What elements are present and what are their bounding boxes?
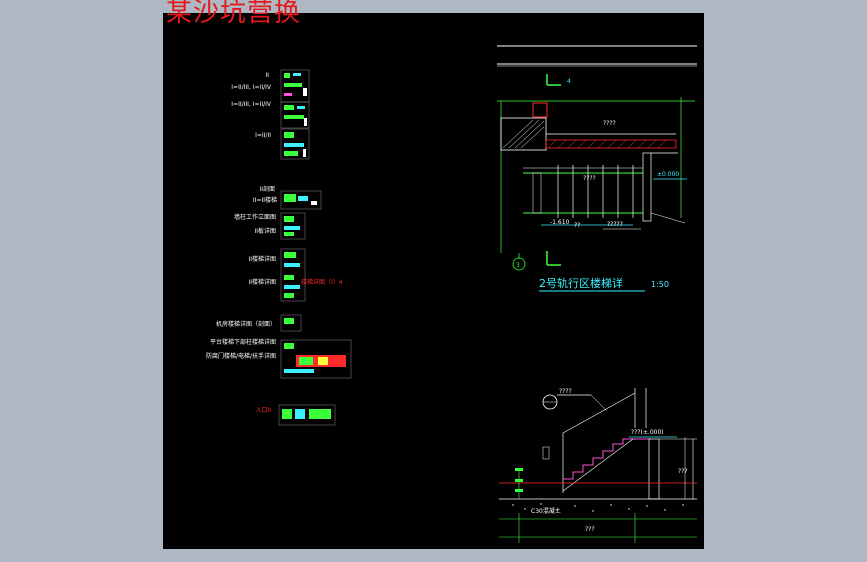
sheet-label-12: 防腐门楼梯/电梯/扶手详图 xyxy=(206,352,276,360)
detail-1-note-b: ????? xyxy=(607,221,623,228)
sheet-label-2: I=II/III, I=II/IV xyxy=(231,101,272,108)
detail-1-note-a: ???? xyxy=(603,120,616,127)
detail-2-ground: C30混凝土 xyxy=(531,507,561,515)
sheet-label-11: 平台楼梯下部柱楼梯详图 xyxy=(210,338,276,346)
detail-1-axis-label: 4 xyxy=(567,78,571,85)
detail-2-callout: ???? xyxy=(559,388,572,395)
detail-1-group: 4 ???? xyxy=(497,45,697,292)
sheet-thumb-9[interactable] xyxy=(278,404,336,426)
sheet-thumb-3[interactable] xyxy=(280,128,310,160)
sheet-thumb-7[interactable] xyxy=(280,314,302,332)
sheet-thumb-1[interactable] xyxy=(280,69,310,103)
detail-1-grid-marker: 3 xyxy=(516,262,520,269)
stair-profile xyxy=(563,438,651,480)
detail-2-bottom-dim: ??? xyxy=(585,526,595,533)
detail-2-group: ???? ???(±.000) C30混凝土 xyxy=(499,388,697,543)
detail-1-column xyxy=(500,117,547,151)
sheet-label-10: 机房楼梯详图（剖面） xyxy=(216,320,276,328)
detail-2-dim: ??? xyxy=(678,468,688,475)
grid-bubble-icon xyxy=(512,257,526,271)
detail-1-elev-top: ±0.000 xyxy=(657,171,679,178)
sheet-thumb-6[interactable] xyxy=(280,248,306,302)
sheet-label-1: I=II/III, I=II/IV xyxy=(231,84,272,91)
sheet-label-6: 墙柱工作立面图 xyxy=(234,213,276,221)
sheet-label-4: II剖面 xyxy=(259,185,275,193)
sheet-thumb-4[interactable] xyxy=(280,190,322,210)
sheet-thumb-8[interactable] xyxy=(280,339,352,379)
sheet-label-8: II楼梯详图 xyxy=(248,255,276,263)
sheet-label-7: II板详图 xyxy=(254,227,276,235)
sheet-thumb-5[interactable] xyxy=(280,212,306,240)
sheet-label-0: II xyxy=(265,72,269,79)
sheet-thumb-2[interactable] xyxy=(280,101,310,129)
sheet-list-group: II I=II/III, I=II/IV I=II/III, I=II/IV I… xyxy=(206,69,352,426)
detail-1-elev-bottom: -1.610 xyxy=(550,219,570,226)
detail-1-note-c: ???? xyxy=(583,175,596,182)
sheet-red-note: 楼梯详图（I）4 xyxy=(301,278,343,286)
window-title-overlay: 某沙坑营换 xyxy=(166,0,302,28)
cad-drawing-svg[interactable]: II I=II/III, I=II/IV I=II/III, I=II/IV I… xyxy=(163,13,704,549)
sheet-label-9: II楼梯详图 xyxy=(248,278,276,286)
detail-1-elev-suffix: ?? xyxy=(574,222,580,229)
sheet-label-3: I=II/II xyxy=(255,132,271,139)
detail-1-title: 2号轨行区楼梯详 xyxy=(539,276,623,290)
sheet-label-13: 入口II xyxy=(255,407,271,414)
detail-1-scale: 1:50 xyxy=(651,280,669,289)
sheet-label-5: II=II楼梯 xyxy=(253,196,277,204)
cad-drawing-canvas[interactable]: II I=II/III, I=II/IV I=II/III, I=II/IV I… xyxy=(163,13,704,549)
detail-2-elev: ???(±.000) xyxy=(631,429,664,436)
